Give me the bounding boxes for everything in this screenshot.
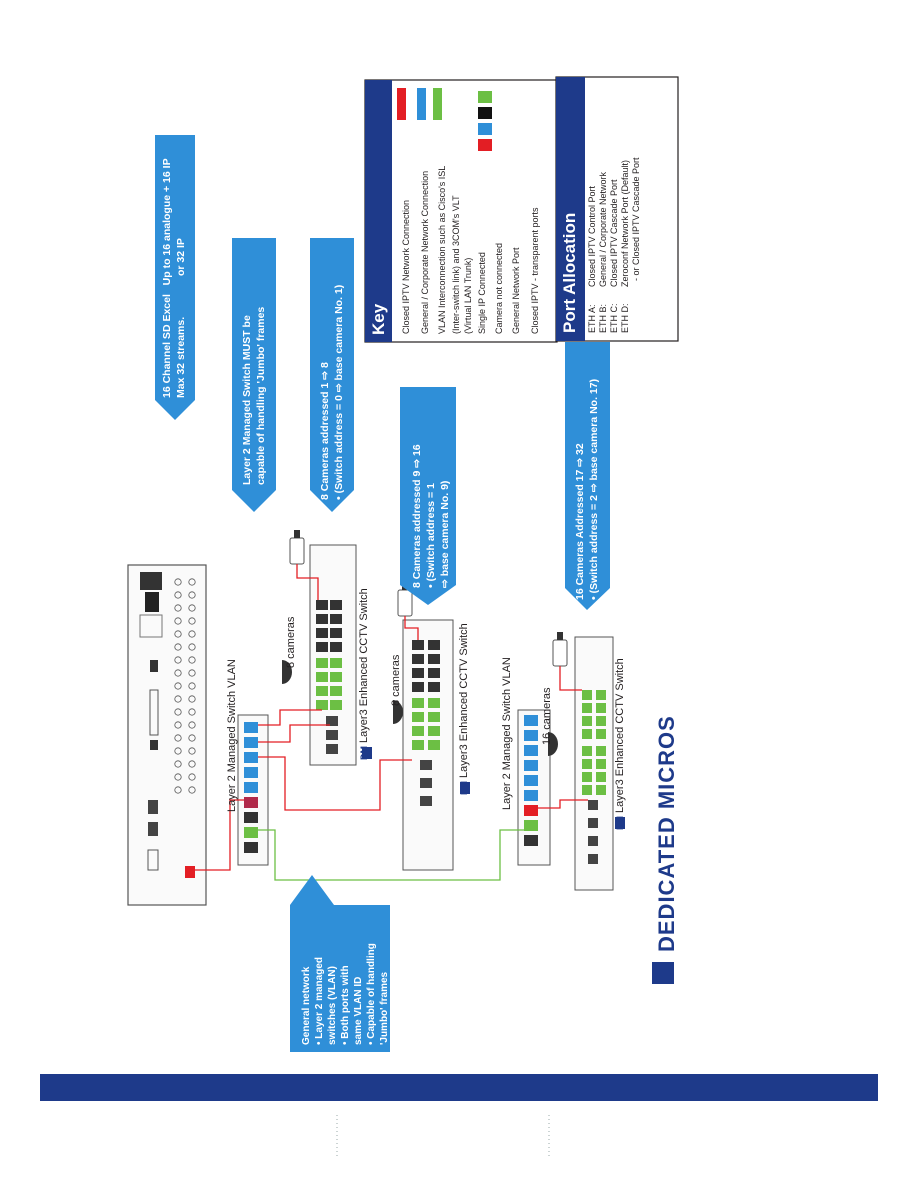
callout-layer2-line2: capable of handling 'Jumbo' frames: [255, 306, 267, 485]
callout-dvr-line2b: or 32 IP: [175, 238, 187, 277]
callout-dvr-line2: Max 32 streams.: [175, 316, 187, 398]
key-row-camera-not-connected: Camera not connected: [494, 242, 504, 334]
callout-general-shape: [290, 875, 390, 1052]
key-row-general-port: General Network Port: [511, 247, 521, 334]
callout-dvr-line1b: Up to 16 analogue + 16 IP: [161, 158, 173, 286]
cctv-switch-1-text: Layer3 Enhanced CCTV Switch: [358, 588, 370, 743]
key-panel: [364, 79, 558, 343]
key-row-vlan-3: (Virtual LAN Trunk): [463, 257, 473, 334]
callout-cams916-line2: • (Switch address = 1: [425, 483, 437, 588]
camera-box-1: [289, 530, 305, 565]
dm-logo-mark-small-2: [460, 782, 470, 794]
label-cctv-switch-2: DM Layer3 Enhanced CCTV Switch: [458, 623, 470, 795]
port-row-eth-b: ETH B: General / Corporate Network: [598, 157, 609, 333]
callout-layer2-note: Layer 2 Managed Switch MUST be capable o…: [240, 307, 268, 485]
brand-wordmark: DEDICATED MICROS: [654, 715, 679, 952]
layer2-switch-1: [237, 714, 269, 866]
callout-cams1732-line2: • (Switch address = 2 ⇨ base camera No. …: [588, 378, 600, 600]
callout-general-network: General network • Layer 2 managed switch…: [300, 943, 391, 1045]
key-row-general: General / Corporate Network Connection: [420, 170, 430, 334]
port-label-eth-c: ETH C:: [609, 303, 619, 333]
cctv-switch-2-text: Layer3 Enhanced CCTV Switch: [458, 623, 470, 778]
callout-cams916-line1: 8 Cameras addressed 9 ⇨ 16: [411, 444, 423, 588]
port-row-eth-c: ETH C: Closed IPTV Cascade Port: [609, 157, 620, 333]
dm-mark-1: DM: [359, 746, 369, 760]
general-line5: same VLAN ID: [353, 976, 364, 1045]
dm-mark-2: DM: [459, 781, 469, 795]
callout-cams-9-16: 8 Cameras addressed 9 ⇨ 16 • (Switch add…: [410, 444, 452, 588]
general-line2: • Layer 2 managed: [314, 957, 325, 1045]
key-title: Key: [369, 303, 388, 335]
callout-dvr-line1: 16 Channel SD Excel: [161, 294, 173, 398]
dome-camera-1: [282, 660, 292, 684]
key-swatch-red: [397, 88, 406, 120]
general-line1: General network: [301, 966, 312, 1045]
key-row-transparent: Closed IPTV - transparent ports: [530, 207, 540, 334]
layer2-switch-2: [517, 709, 551, 866]
callout-cams18-line2: • (Switch address = 0 ⇨ base camera No. …: [333, 284, 345, 500]
key-title-bar: [365, 80, 392, 342]
port-title-bar: [556, 77, 585, 341]
cables: [195, 564, 588, 881]
port-label-eth-a: ETH A:: [587, 304, 597, 333]
callout-cams916-shape: [400, 387, 456, 605]
callout-cams916-line3: ⇨ base camera No. 9): [439, 480, 451, 588]
callout-cams18-line1: 8 Cameras addressed 1 ⇨ 8: [319, 362, 331, 500]
port-label-eth-d: ETH D:: [620, 303, 630, 333]
label-cams-c: 16 cameras: [541, 687, 553, 745]
cctv-switch-3-text: Layer3 Enhanced CCTV Switch: [614, 658, 626, 813]
port-label-eth-b: ETH B:: [598, 303, 608, 333]
dome-camera-2: [393, 700, 403, 724]
port-desc-eth-a: Closed IPTV Control Port: [587, 185, 597, 287]
port-desc-eth-d: Zeroconf Network Port (Default): [620, 159, 630, 287]
label-layer2-switch-2: Layer 2 Managed Switch VLAN: [501, 657, 513, 810]
key-swatch-green: [433, 88, 442, 120]
dm-mark-3: DM: [615, 816, 625, 830]
label-cams-b: 8 cameras: [390, 654, 402, 706]
port-row-eth-d: ETH D: Zeroconf Network Port (Default): [620, 157, 631, 333]
key-row-vlan-1: VLAN Interconnection such as Cisco's ISL: [437, 165, 447, 334]
label-cams-a: 8 cameras: [285, 616, 297, 668]
dvr-unit: [127, 564, 207, 906]
callout-cams-1-8: 8 Cameras addressed 1 ⇨ 8 • (Switch addr…: [318, 285, 346, 500]
dome-camera-3: [548, 732, 558, 756]
cctv-switch-2: [402, 619, 454, 871]
label-cctv-switch-3: DM Layer3 Enhanced CCTV Switch: [614, 658, 626, 830]
port-desc-eth-b: General / Corporate Network: [598, 171, 608, 287]
callout-dvr-shape: [155, 135, 195, 420]
camera-box-3: [552, 632, 568, 667]
key-swatch-blue: [417, 88, 426, 120]
callout-dvr: 16 Channel SD Excel Up to 16 analogue + …: [160, 158, 188, 398]
key-port-icons: [478, 91, 492, 151]
key-row-single-ip: Single IP Connected: [477, 252, 487, 334]
footer-bar: [40, 1074, 878, 1101]
key-rows: Closed IPTV Network Connection General /…: [396, 166, 546, 334]
callout-cams1732-line1: 16 Cameras Addressed 17 ⇨ 32: [574, 443, 586, 600]
dm-logo-mark-small-1: [362, 747, 372, 759]
port-row-eth-d-alt: - or Closed IPTV Cascade Port: [631, 157, 642, 333]
port-rows: ETH A: Closed IPTV Control Port ETH B: Gen…: [587, 157, 642, 333]
port-desc-eth-c: Closed IPTV Cascade Port: [609, 179, 619, 287]
dm-logo-mark-small-3: [615, 817, 625, 829]
port-desc-eth-d-alt: - or Closed IPTV Cascade Port: [631, 157, 641, 281]
general-line3: switches (VLAN): [327, 966, 338, 1045]
callout-cams18-shape: [310, 238, 354, 512]
callout-layer2-line1: Layer 2 Managed Switch MUST be: [241, 315, 253, 485]
callout-cams1732-shape: [565, 342, 610, 610]
general-line7: 'Jumbo' frames: [379, 971, 390, 1045]
callout-cams-17-32: 16 Cameras Addressed 17 ⇨ 32 • (Switch a…: [573, 379, 601, 600]
label-cctv-switch-1: DM Layer3 Enhanced CCTV Switch: [358, 588, 370, 760]
label-layer2-switch-1: Layer 2 Managed Switch VLAN: [226, 659, 238, 812]
port-row-eth-a: ETH A: Closed IPTV Control Port: [587, 157, 598, 333]
key-row-vlan-2: (Inter-switch link) and 3COM's VLT: [451, 195, 461, 334]
callout-layer2-shape: [232, 238, 276, 512]
brand-logo: [652, 962, 674, 984]
cctv-switch-3: [574, 636, 614, 891]
key-row-closed-iptv: Closed IPTV Network Connection: [401, 199, 411, 334]
port-allocation-title: Port Allocation: [560, 212, 579, 333]
general-line4: • Both ports with: [340, 965, 351, 1045]
general-line6: • Capable of handling: [366, 943, 377, 1045]
